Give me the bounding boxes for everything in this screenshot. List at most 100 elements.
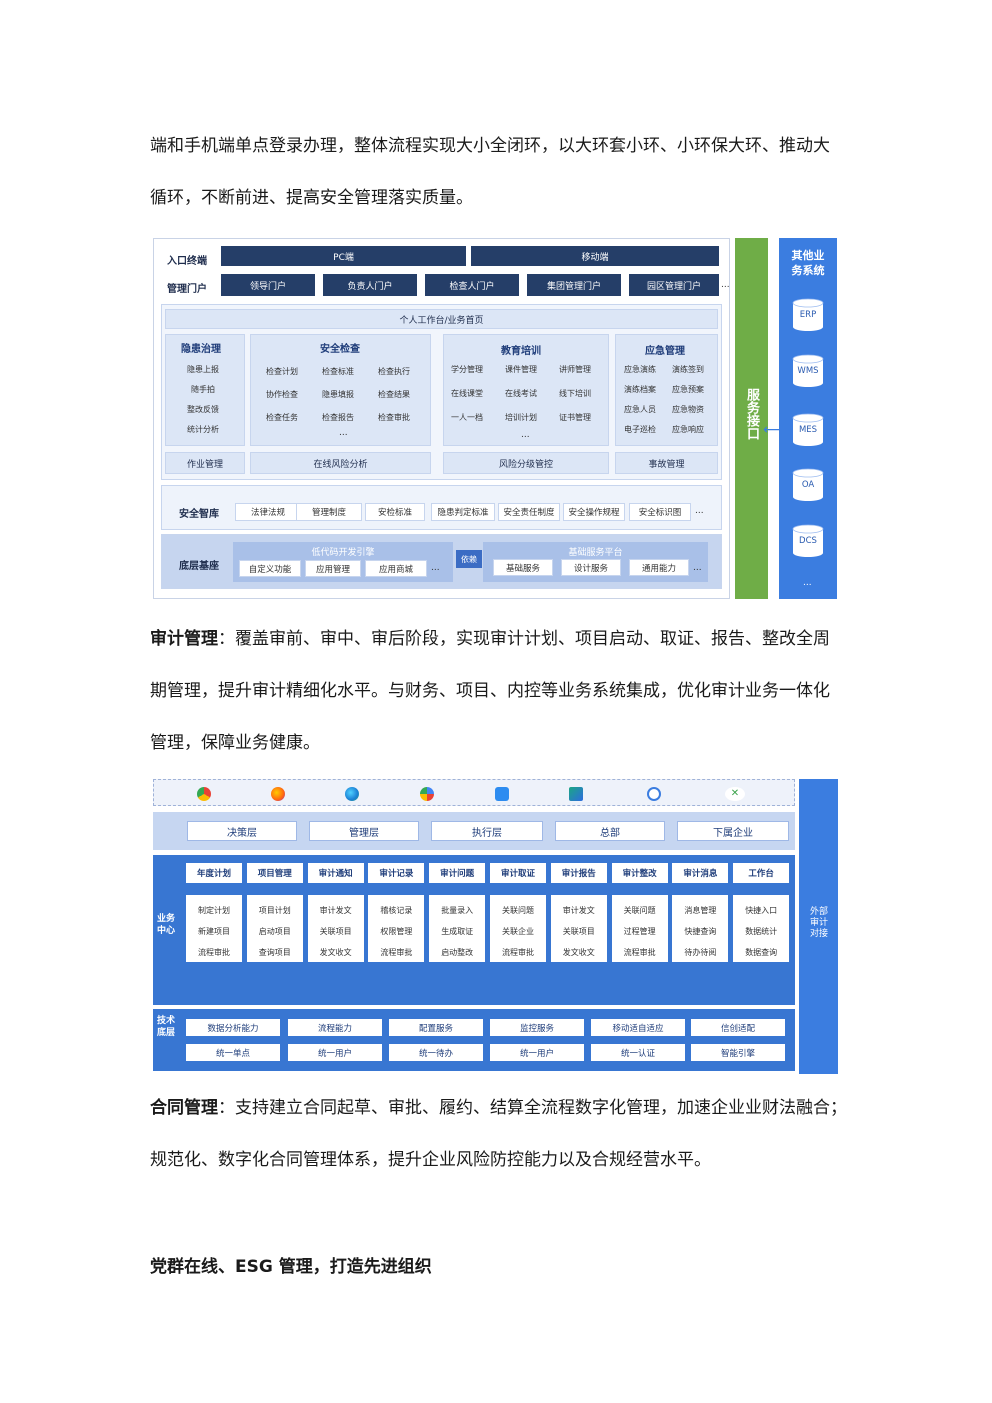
knowledge-item: 管理制度 — [296, 503, 362, 521]
column-body: 关联问题关联企业流程审批 — [490, 895, 546, 962]
knowledge-more: ... — [695, 506, 704, 516]
intro-line-2: 循环，不断前进、提高安全管理落实质量。 — [150, 188, 473, 208]
oa-database-icon: OA — [792, 468, 824, 502]
erp-database-icon: ERP — [792, 298, 824, 332]
base-label: 底层基座 — [179, 561, 219, 572]
hazard-item: 随手拍 — [191, 385, 215, 394]
column-header: 审计问题 — [429, 863, 486, 883]
oa-label: OA — [801, 480, 815, 490]
tech-unified-service: 统一待办 — [389, 1044, 483, 1061]
audit-line-2: 期管理，提升审计精细化水平。与财务、项目、内控等业务系统集成，优化审计业务一体化 — [150, 681, 830, 701]
tech-capability: 监控服务 — [490, 1019, 584, 1036]
column-item: 关联企业 — [502, 927, 534, 936]
column-item: 关联项目 — [562, 927, 595, 936]
audit-text-1: ：覆盖审前、审中、审后阶段，实现审计计划、项目启动、取证、报告、整改全周 — [218, 629, 830, 649]
tech-capability: 流程能力 — [288, 1019, 382, 1036]
depend-arrow: 依赖 — [456, 550, 482, 568]
column-body: 快捷入口数据统计数据查询 — [733, 895, 790, 962]
platform-item: 通用能力 — [629, 559, 689, 576]
entry-pc: PC端 — [221, 246, 466, 266]
column-item: 待办待阅 — [684, 948, 717, 957]
business-center: 业务中心 年度计划制定计划新建项目流程审批项目管理项目计划启动项目查询项目审计通… — [153, 855, 795, 1068]
column-item: 流程审批 — [198, 948, 230, 957]
browser-icon — [420, 787, 434, 801]
knowledge-item: 安全责任制度 — [498, 503, 560, 521]
safety-check-item: 检查执行 — [378, 367, 410, 376]
column-item: 查询项目 — [258, 948, 291, 957]
tech-base-label: 技术底层 — [157, 1016, 176, 1038]
contract-line-2: 规范化、数字化合同管理体系，提升企业风险防控能力以及合规经营水平。 — [150, 1150, 711, 1170]
platform-more: ... — [693, 563, 702, 573]
lowcode-title: 低代码开发引擎 — [311, 547, 375, 558]
tech-capability: 数据分析能力 — [186, 1019, 280, 1036]
column-item: 稽核记录 — [380, 906, 413, 915]
chat-icon — [647, 787, 661, 801]
column-item: 生成取证 — [441, 927, 474, 936]
audit-architecture-diagram: ✕ 决策层 管理层 执行层 总部 下属企业 业务中心 年度计划制定计划新建项目流… — [153, 779, 839, 1074]
dcs-label: DCS — [799, 536, 817, 546]
safety-check-item: 检查任务 — [266, 413, 298, 422]
column-item: 批量录入 — [441, 906, 474, 915]
emergency-item: 演练签到 — [672, 365, 704, 374]
audit-line-1: 审计管理：覆盖审前、审中、审后阶段，实现审计计划、项目启动、取证、报告、整改全周 — [150, 626, 850, 652]
column-body: 消息管理快捷查询待办待阅 — [672, 895, 729, 962]
education-item: 学分管理 — [451, 365, 483, 374]
portal-inspector: 检查人门户 — [425, 274, 519, 296]
tech-unified-service: 统一用户 — [490, 1044, 584, 1061]
column-item: 关联问题 — [502, 906, 534, 915]
portal-leader: 领导门户 — [221, 274, 315, 296]
education-more: ... — [521, 430, 530, 440]
safety-check-item: 检查计划 — [266, 367, 298, 376]
education-item: 线下培训 — [559, 389, 591, 398]
business-center-label: 业务中心 — [157, 914, 176, 936]
other-systems-title: 其他业务系统 — [791, 249, 825, 277]
layer-management: 管理层 — [309, 821, 419, 841]
layer-row: 决策层 管理层 执行层 总部 下属企业 — [153, 812, 795, 850]
column-item: 项目计划 — [258, 906, 291, 915]
lowcode-item: 自定义功能 — [239, 560, 301, 577]
column-body: 关联问题过程管理流程审批 — [611, 895, 668, 962]
layer-execution: 执行层 — [431, 821, 543, 841]
external-audit-column: 外部审计对接 — [799, 779, 838, 1074]
column-item: 制定计划 — [198, 906, 230, 915]
column-item: 快捷查询 — [684, 927, 717, 936]
online-risk-analysis: 在线风险分析 — [250, 452, 431, 474]
contract-line-1: 合同管理：支持建立合同起草、审批、履约、结算全流程数字化管理，加速企业业财法融合… — [150, 1095, 850, 1121]
column-body: 批量录入生成取证启动整改 — [429, 895, 486, 962]
column-header: 项目管理 — [246, 863, 303, 883]
column-item: 启动项目 — [258, 927, 291, 936]
knowledge-item: 法律法规 — [235, 503, 301, 521]
column-item: 数据统计 — [745, 927, 778, 936]
safety-check-more: ... — [339, 428, 348, 438]
column-item: 权限管理 — [380, 927, 413, 936]
platform-title: 基础服务平台 — [568, 547, 623, 558]
emergency-item: 演练档案 — [624, 385, 656, 394]
column-item: 发文收文 — [319, 948, 352, 957]
layer-headquarters: 总部 — [555, 821, 665, 841]
safety-check-item: 检查结果 — [378, 390, 410, 399]
mes-label: MES — [798, 425, 818, 435]
hazard-item: 整改反馈 — [187, 405, 219, 414]
audit-main-area: ✕ 决策层 管理层 执行层 总部 下属企业 业务中心 年度计划制定计划新建项目流… — [153, 779, 795, 1074]
knowledge-item: 安全操作规程 — [563, 503, 625, 521]
knowledge-item: 安全标识图 — [629, 503, 691, 521]
layer-decision: 决策层 — [187, 821, 297, 841]
hazard-item: 统计分析 — [187, 425, 219, 434]
tech-unified-service: 统一认证 — [591, 1044, 685, 1061]
portal-park: 园区管理门户 — [629, 274, 719, 296]
bidirectional-arrow-icon: ⟷ — [763, 422, 784, 438]
column-item: 过程管理 — [623, 927, 656, 936]
safety-check-box — [250, 334, 431, 446]
external-audit-label: 外部审计对接 — [809, 907, 828, 939]
education-item: 课件管理 — [505, 365, 537, 374]
hazard-box — [165, 334, 245, 446]
emergency-item: 应急预案 — [672, 385, 704, 394]
column-header: 审计取证 — [490, 863, 546, 883]
column-body: 审计发文关联项目发文收文 — [307, 895, 364, 962]
safety-check-item: 检查报告 — [322, 413, 354, 422]
column-item: 新建项目 — [198, 927, 230, 936]
column-body: 项目计划启动项目查询项目 — [246, 895, 303, 962]
education-item: 在线课堂 — [451, 389, 483, 398]
education-item: 在线考试 — [505, 389, 537, 398]
education-item: 培训计划 — [505, 413, 537, 422]
